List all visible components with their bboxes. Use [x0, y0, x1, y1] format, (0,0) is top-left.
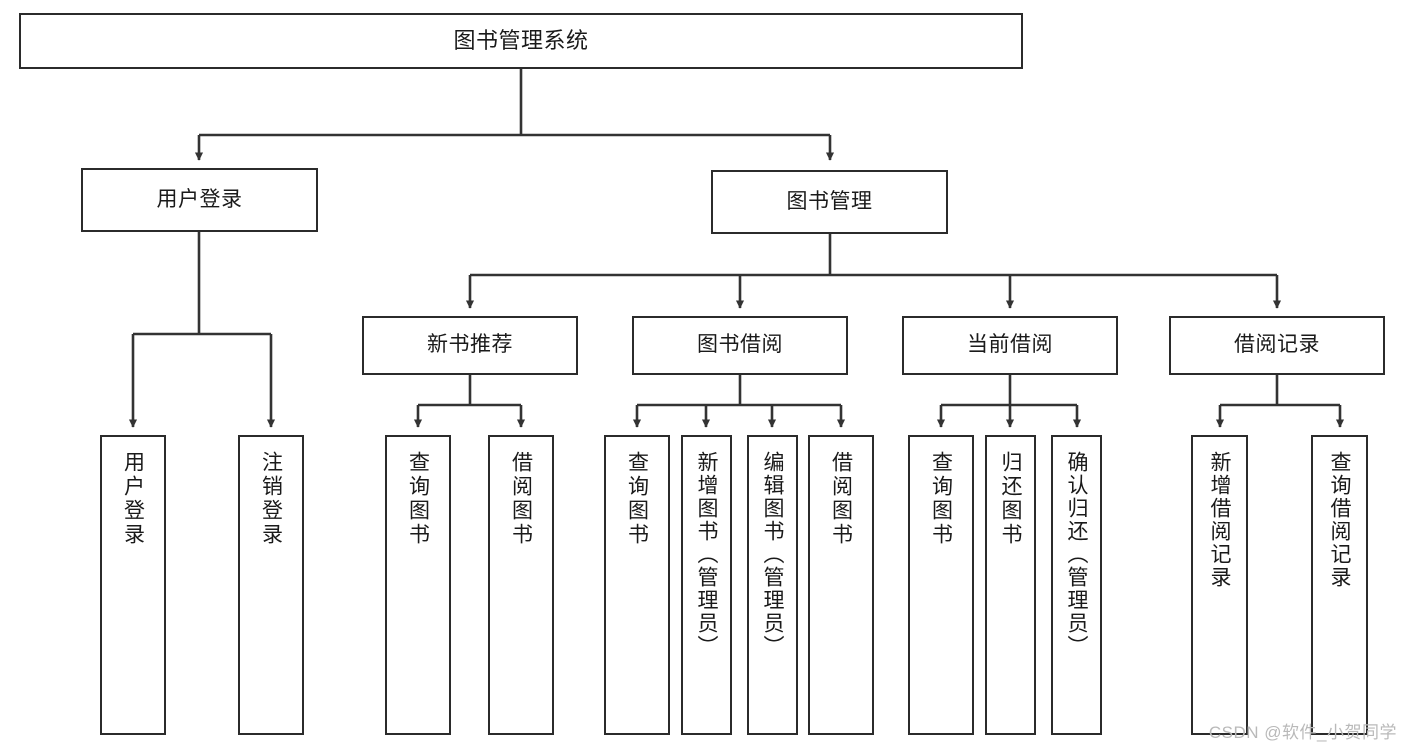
node-current-borrow[interactable]: 当前借阅 [902, 316, 1118, 375]
node-label: 图书管理 [786, 189, 873, 213]
node-leaf-query-book-borrow[interactable]: 查询图书 [604, 435, 670, 735]
node-label: 用户登录 [121, 451, 145, 547]
node-user-login[interactable]: 用户登录 [81, 168, 318, 232]
node-label: 图书借阅 [697, 333, 783, 357]
node-leaf-confirm-return[interactable]: 确认归还（管理员） [1051, 435, 1102, 735]
node-label: 当前借阅 [967, 333, 1053, 357]
node-label: 确认归还（管理员） [1065, 451, 1088, 658]
node-label: 查询借阅记录 [1328, 451, 1351, 589]
node-new-book-recommend[interactable]: 新书推荐 [362, 316, 578, 375]
node-label: 借阅记录 [1234, 333, 1320, 357]
node-leaf-user-logout[interactable]: 注销登录 [238, 435, 304, 735]
node-label: 新增图书（管理员） [695, 451, 718, 658]
watermark: CSDN @软件_小贺同学 [1208, 723, 1397, 742]
node-leaf-borrow-book-recommend[interactable]: 借阅图书 [488, 435, 554, 735]
node-borrow-record[interactable]: 借阅记录 [1169, 316, 1385, 375]
node-leaf-query-book-recommend[interactable]: 查询图书 [385, 435, 451, 735]
node-leaf-user-login[interactable]: 用户登录 [100, 435, 166, 735]
node-leaf-add-borrow-record[interactable]: 新增借阅记录 [1191, 435, 1248, 735]
node-label: 新书推荐 [427, 333, 513, 357]
node-label: 图书管理系统 [453, 28, 589, 54]
node-label: 查询图书 [929, 451, 953, 547]
node-root-book-management-system[interactable]: 图书管理系统 [19, 13, 1023, 69]
node-book-management[interactable]: 图书管理 [711, 170, 948, 234]
node-leaf-edit-book[interactable]: 编辑图书（管理员） [747, 435, 798, 735]
node-leaf-return-book[interactable]: 归还图书 [985, 435, 1036, 735]
node-label: 借阅图书 [829, 451, 853, 547]
node-leaf-add-book[interactable]: 新增图书（管理员） [681, 435, 732, 735]
node-label: 用户登录 [156, 187, 243, 211]
node-leaf-query-book-current[interactable]: 查询图书 [908, 435, 974, 735]
node-leaf-borrow-book[interactable]: 借阅图书 [808, 435, 874, 735]
node-label: 注销登录 [259, 451, 283, 547]
node-book-borrow[interactable]: 图书借阅 [632, 316, 848, 375]
node-label: 借阅图书 [509, 451, 533, 547]
node-label: 编辑图书（管理员） [761, 451, 784, 658]
node-leaf-query-borrow-record[interactable]: 查询借阅记录 [1311, 435, 1368, 735]
node-label: 查询图书 [406, 451, 430, 547]
node-label: 归还图书 [999, 451, 1022, 547]
node-label: 查询图书 [625, 451, 649, 547]
node-label: 新增借阅记录 [1208, 451, 1231, 589]
